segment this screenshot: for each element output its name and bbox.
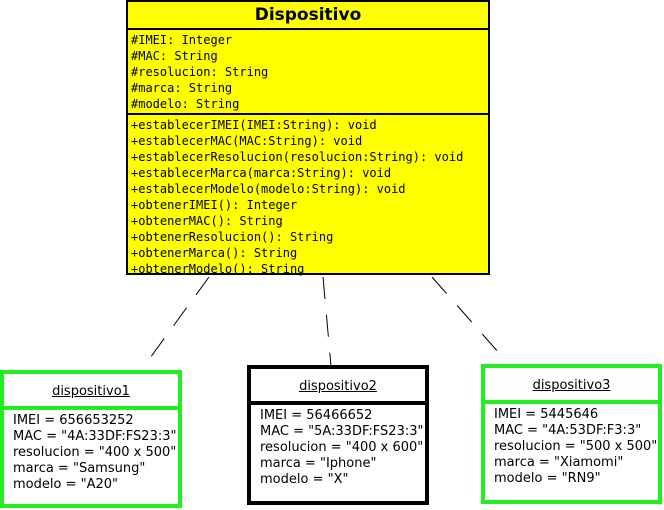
object-name: dispositivo2	[251, 369, 425, 405]
value-imei: IMEI = 5445646	[494, 407, 599, 422]
link-dispositivo3	[431, 276, 500, 354]
attribute-mac: #MAC: String	[131, 49, 218, 63]
object-values: IMEI = 56466652 MAC = "5A:33DF:FS23:3" r…	[251, 405, 425, 488]
value-resolucion: resolucion = "400 x 500"	[13, 445, 177, 460]
value-marca: marca = "Iphone"	[260, 456, 377, 471]
object-name: dispositivo3	[485, 368, 658, 404]
object-values: IMEI = 5445646 MAC = "4A:53DF:F3:3" reso…	[485, 404, 658, 487]
attribute-modelo: #modelo: String	[131, 97, 240, 111]
class-attributes: #IMEI: Integer #MAC: String #resolucion:…	[128, 30, 488, 115]
class-methods: +establecerIMEI(IMEI:String): void +esta…	[128, 115, 488, 277]
method-establecer-modelo: +establecerModelo(modelo:String): void	[131, 182, 406, 196]
value-marca: marca = "Xiamomi"	[494, 455, 624, 470]
method-establecer-resolucion: +establecerResolucion(resolucion:String)…	[131, 150, 464, 164]
value-mac: MAC = "4A:53DF:F3:3"	[494, 423, 642, 438]
attribute-marca: #marca: String	[131, 81, 233, 95]
value-modelo: modelo = "RN9"	[494, 471, 601, 486]
class-name: Dispositivo	[128, 2, 488, 30]
method-obtener-marca: +obtenerMarca(): String	[131, 246, 298, 260]
method-obtener-modelo: +obtenerModelo(): String	[131, 262, 305, 276]
value-resolucion: resolucion = "400 x 600"	[260, 440, 424, 455]
method-obtener-resolucion: +obtenerResolucion(): String	[131, 230, 334, 244]
method-establecer-marca: +establecerMarca(marca:String): void	[131, 166, 392, 180]
object-dispositivo1: dispositivo1 IMEI = 656653252 MAC = "4A:…	[0, 370, 182, 508]
method-obtener-imei: +obtenerIMEI(): Integer	[131, 198, 298, 212]
object-dispositivo3: dispositivo3 IMEI = 5445646 MAC = "4A:53…	[481, 364, 662, 504]
value-mac: MAC = "4A:33DF:FS23:3"	[13, 429, 177, 444]
attribute-resolucion: #resolucion: String	[131, 65, 269, 79]
attribute-imei: #IMEI: Integer	[131, 33, 233, 47]
value-marca: marca = "Samsung"	[13, 461, 146, 476]
object-values: IMEI = 656653252 MAC = "4A:33DF:FS23:3" …	[4, 410, 178, 493]
value-modelo: modelo = "X"	[260, 472, 349, 487]
class-dispositivo: Dispositivo #IMEI: Integer #MAC: String …	[126, 0, 490, 277]
object-name: dispositivo1	[4, 374, 178, 410]
value-modelo: modelo = "A20"	[13, 477, 118, 492]
object-dispositivo2: dispositivo2 IMEI = 56466652 MAC = "5A:3…	[247, 365, 429, 505]
method-obtener-mac: +obtenerMAC(): String	[131, 214, 283, 228]
value-resolucion: resolucion = "500 x 500"	[494, 439, 658, 454]
value-imei: IMEI = 656653252	[13, 413, 134, 428]
link-dispositivo2	[322, 276, 332, 367]
value-imei: IMEI = 56466652	[260, 408, 373, 423]
link-dispositivo1	[149, 276, 210, 359]
value-mac: MAC = "5A:33DF:FS23:3"	[260, 424, 424, 439]
method-establecer-mac: +establecerMAC(MAC:String): void	[131, 134, 363, 148]
method-establecer-imei: +establecerIMEI(IMEI:String): void	[131, 118, 377, 132]
